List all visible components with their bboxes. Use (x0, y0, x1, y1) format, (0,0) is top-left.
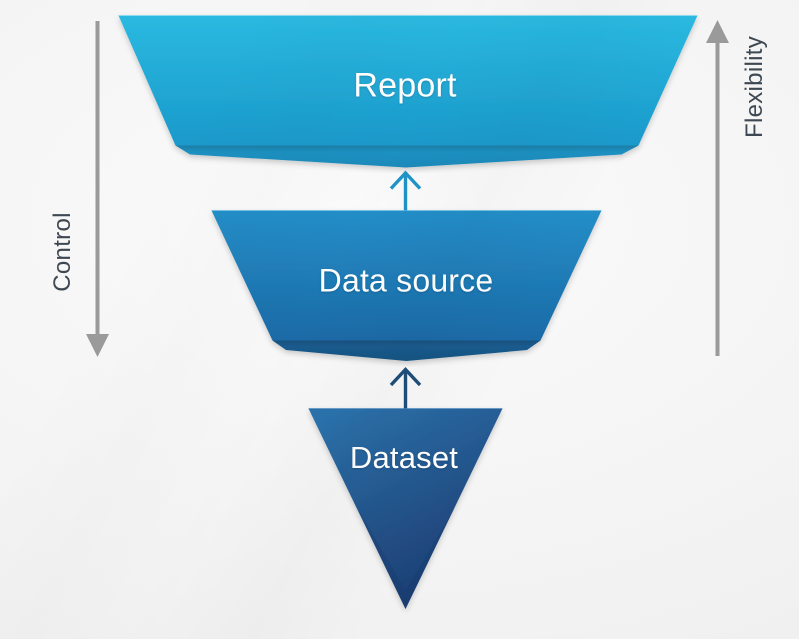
stage-report[interactable] (118, 14, 698, 168)
control-axis-arrowhead-down (86, 334, 109, 357)
stage-dataset[interactable] (308, 407, 503, 610)
axis-control (86, 21, 109, 357)
connector-arrowhead-data-source (389, 367, 422, 387)
connector-dataset-to-data-source (389, 367, 422, 409)
stage-data-source[interactable] (211, 209, 602, 362)
report-funnel-shadow (175, 145, 639, 168)
connector-arrowhead-report (389, 170, 422, 190)
report-funnel-body (118, 15, 698, 146)
dataset-triangle (308, 408, 503, 609)
axis-flexibility (706, 20, 729, 356)
flexibility-axis-arrowhead-up (706, 20, 729, 43)
connector-data-source-to-report (389, 170, 422, 211)
data-source-funnel-body (211, 210, 602, 341)
data-source-funnel-shadow (272, 340, 541, 361)
